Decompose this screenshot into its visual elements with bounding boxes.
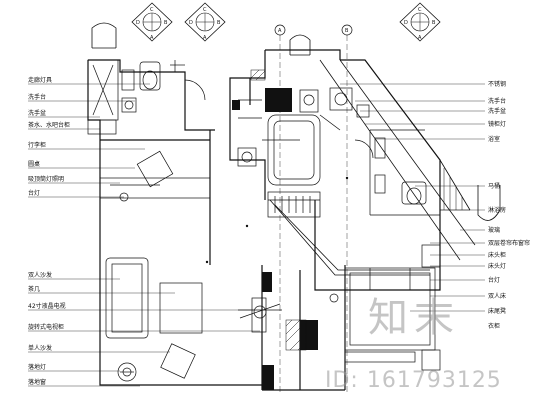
living-furniture <box>105 257 203 382</box>
label-left-14: 落地灯 <box>28 363 46 371</box>
solid-walls <box>232 88 318 390</box>
label-right-10: 床头柜 <box>488 251 506 259</box>
tv-unit <box>238 297 282 333</box>
axis-marker-a-label: A <box>278 28 282 34</box>
label-left-15: 落地窗 <box>28 378 46 386</box>
label-right-12: 台灯 <box>488 276 500 284</box>
label-left-13: 单人沙发 <box>28 344 52 352</box>
elevation-marker-1-bottom: A <box>150 35 154 41</box>
axis-marker-b: B <box>341 24 353 395</box>
elevation-marker-3-bottom: A <box>418 35 422 41</box>
axis-marker-b-label: B <box>345 28 349 34</box>
elevation-marker-2: C D B A <box>184 2 226 42</box>
right-bath-fixtures <box>329 87 440 216</box>
label-right-14: 床尾凳 <box>488 307 506 315</box>
label-right-15: 衣柜 <box>488 322 500 330</box>
elevation-marker-3: C D B A <box>399 2 441 42</box>
tower-shapes <box>91 22 501 221</box>
elevation-marker-2-right: B <box>217 20 221 26</box>
label-left-5: 行李柜 <box>28 141 46 149</box>
label-right-9: 双层卷帘布窗帘 <box>488 239 530 247</box>
elevation-marker-2-bottom: A <box>203 35 207 41</box>
elevation-marker-1-top: C <box>150 7 154 13</box>
desk-area <box>99 150 211 202</box>
leaders-left <box>28 83 260 387</box>
labels-right: 不锈钢 洗手台 洗手盆 镜柜灯 浴室 马桶 淋浴房 玻璃 双层卷帘布窗帘 床头柜… <box>488 80 530 330</box>
elevation-marker-3-left: D <box>404 20 408 26</box>
label-left-3: 洗手盆 <box>28 109 46 117</box>
label-left-9: 双人沙发 <box>28 271 52 279</box>
label-left-12: 旋转式电视柜 <box>28 323 64 331</box>
label-left-6: 圆桌 <box>28 160 40 168</box>
watermark-logo: 知末 <box>368 295 460 341</box>
label-left-10: 茶几 <box>28 285 40 293</box>
elevation-marker-3-right: B <box>432 20 436 26</box>
label-right-13: 双人床 <box>488 292 506 300</box>
bathroom-block <box>237 89 341 218</box>
label-right-8: 玻璃 <box>488 226 500 234</box>
watermark-id: ID: 161793125 <box>325 368 502 393</box>
label-left-4: 茶水、水吧台柜 <box>28 121 70 129</box>
elevation-marker-1-left: D <box>136 20 140 26</box>
wardrobe-left <box>87 59 119 121</box>
label-left-7: 吸顶筒灯照明 <box>28 175 64 183</box>
elevation-marker-1-right: B <box>164 20 168 26</box>
elevation-marker-2-left: D <box>189 20 193 26</box>
label-right-3: 洗手盆 <box>488 107 506 115</box>
label-right-6: 马桶 <box>488 182 500 190</box>
elevation-marker-2-top: C <box>203 7 207 13</box>
label-right-5: 浴室 <box>488 135 500 143</box>
left-bath-fixtures <box>87 60 206 135</box>
label-right-2: 洗手台 <box>488 97 506 105</box>
glass-triangle <box>439 159 471 211</box>
label-left-2: 洗手台 <box>28 93 46 101</box>
elevation-marker-3-top: C <box>418 7 422 13</box>
label-right-4: 镜柜灯 <box>488 120 506 128</box>
ceiling-points <box>205 176 349 264</box>
bed <box>329 244 441 371</box>
leaders-right <box>340 83 485 312</box>
label-right-11: 床头灯 <box>488 262 506 270</box>
label-left-11: 42寸液晶电视 <box>28 302 66 310</box>
label-left-1: 走廊灯具 <box>28 76 52 84</box>
label-right-7: 淋浴房 <box>488 206 506 214</box>
labels-left: 走廊灯具 洗手台 洗手盆 茶水、水吧台柜 行李柜 圆桌 吸顶筒灯照明 台灯 双人… <box>28 76 70 386</box>
label-right-1: 不锈钢 <box>488 80 506 88</box>
elevation-marker-1: C D B A <box>131 2 173 42</box>
label-left-8: 台灯 <box>28 189 40 197</box>
hatched-walls <box>250 69 307 351</box>
